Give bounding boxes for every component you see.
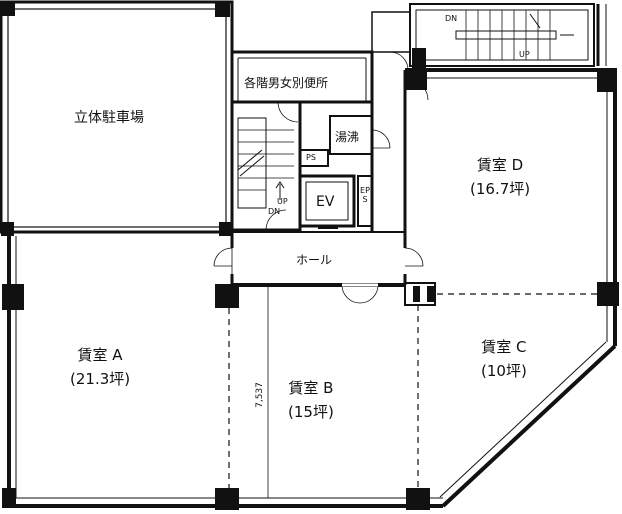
column [413,286,420,302]
hall-label: ホール [296,253,333,267]
door-arc-unit-a [213,247,233,267]
column [219,222,232,236]
stair-vestibule [371,11,411,53]
unit-a-area: (21.3坪) [70,370,131,388]
kitchen-room [329,115,373,155]
unit-d-name: 賃室 D [476,156,524,174]
unit-c-label: 賃室 C (10坪) [481,337,527,381]
unit-d-area: (16.7坪) [470,180,531,198]
unit-b-name: 賃室 B [288,379,334,397]
unit-b-label: 賃室 B (15坪) [288,378,334,422]
column [1,2,15,16]
eps-label: EPS [360,186,370,204]
outer-wall-diagonal [441,344,617,508]
outer-wall-diagonal [439,341,607,498]
ev-car [305,181,349,221]
column [405,68,427,90]
ps-label: PS [306,153,316,162]
column [412,48,426,68]
stair-inner [237,117,267,209]
stair-top-up-label: UP [519,50,530,59]
ev-label: EV [316,194,335,210]
column [597,282,619,306]
stair-break [529,13,541,29]
stair-rail [455,30,557,40]
unit-b-area: (15坪) [288,403,334,421]
door-arc [389,51,409,71]
unit-a-label: 賃室 A (21.3坪) [70,345,130,389]
stair-door-arc [277,101,299,123]
dimension-label: 7,537 [255,382,265,408]
stair-break [237,149,263,171]
stair-top-dn-label: DN [445,14,458,23]
stair-arrow [275,181,285,200]
door-arc-unit-b [341,284,361,304]
parking-label: 立体駐車場 [74,110,144,126]
column [215,2,230,17]
column [404,282,436,306]
stair-door-arc [265,209,287,231]
column [597,68,617,92]
unit-a-name: 賃室 A [77,346,123,364]
column [406,488,430,510]
column [2,488,16,508]
door-arc-unit-d [404,247,424,267]
parking-inner-wall [7,8,227,228]
unit-d-label: 賃室 D (16.7坪) [470,155,530,199]
stair-break [239,155,265,177]
column [427,286,434,302]
toilets-label: 各階男女別便所 [244,76,329,90]
unit-c-name: 賃室 C [481,338,527,356]
door-arc-unit-b [359,284,379,304]
eps-room [357,175,373,227]
door-arc [407,79,429,101]
kitchen-label: 湯沸 [335,130,360,144]
ps-room [299,149,329,167]
column [215,284,239,308]
column [215,488,239,510]
kitchen-door-arc [371,129,391,149]
stair-up-label: UP [277,197,288,206]
unit-c-area: (10坪) [481,362,527,380]
column [2,284,24,310]
ev-shaft [298,174,356,228]
stair-dn-label: DN [268,207,281,216]
